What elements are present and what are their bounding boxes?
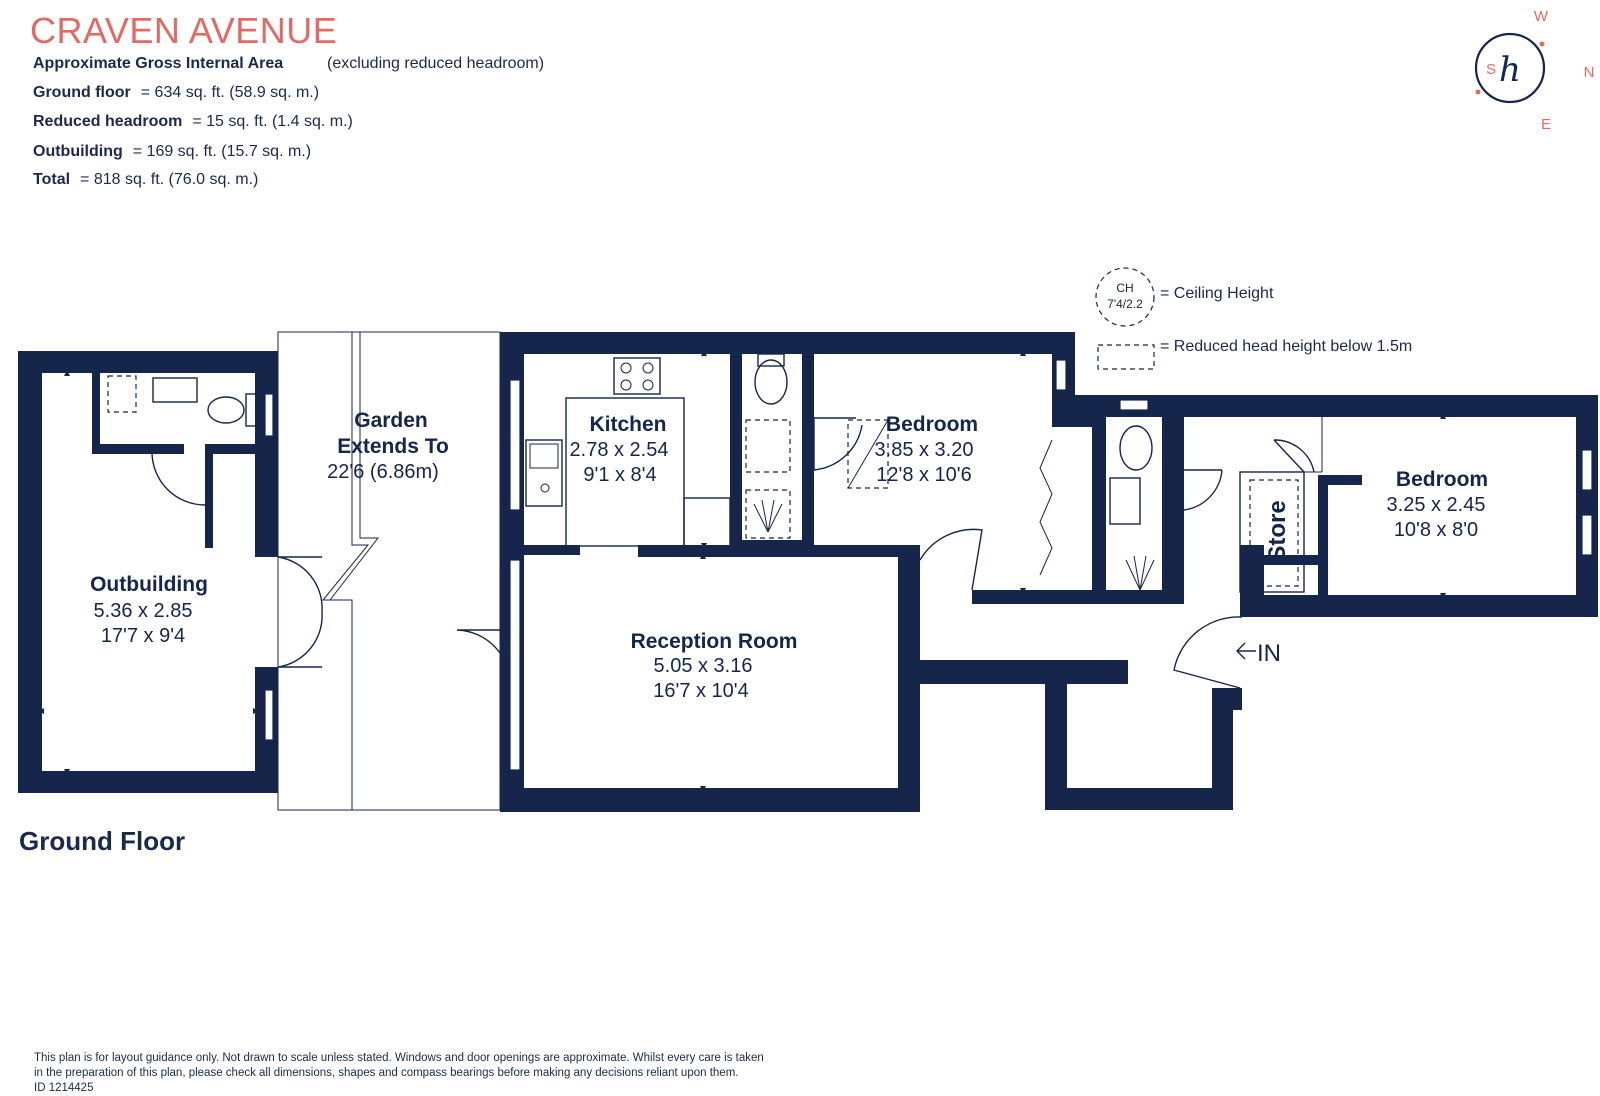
window [1055, 359, 1067, 391]
window [264, 393, 274, 437]
bedroom2-imperial: 10'8 x 8'0 [1394, 519, 1478, 541]
area-heading: Approximate Gross Internal Area [33, 55, 284, 72]
reception-name: Reception Room [631, 630, 798, 653]
bedroom1-imperial: 12'8 x 10'6 [876, 464, 972, 486]
area-value: = 818 sq. ft. (76.0 sq. m.) [80, 171, 259, 188]
shower-icon [107, 375, 137, 413]
kitchen-metric: 2.78 x 2.54 [570, 439, 669, 461]
outbuilding-name: Outbuilding [90, 573, 208, 596]
area-row-total: Total = 818 sq. ft. (76.0 sq. m.) [33, 171, 258, 189]
toilet-icon [207, 396, 245, 424]
property-title: CRAVEN AVENUE [30, 10, 338, 51]
bedroom-1: Bedroom 3.85 x 3.20 12'8 x 10'6 [847, 413, 1053, 591]
window [1581, 449, 1593, 491]
reduced-headroom-area [1249, 479, 1299, 587]
bedroom1-name: Bedroom [886, 413, 978, 436]
logo-h-icon: h [1499, 50, 1521, 90]
bedroom2-name: Bedroom [1396, 468, 1488, 491]
garden: Garden Extends To 22'6 (6.86m) [277, 331, 511, 811]
garden-name-1: Garden [354, 409, 428, 432]
area-row-ground: Ground floor = 634 sq. ft. (58.9 sq. m.) [33, 84, 319, 102]
entrance-label: IN [1257, 640, 1281, 667]
area-value: = 15 sq. ft. (1.4 sq. m.) [192, 113, 353, 130]
reduced-headroom-area [847, 419, 889, 489]
arrow-left-icon [1236, 642, 1256, 660]
store-name: Store [1264, 500, 1291, 561]
bedroom1-metric: 3.85 x 3.20 [875, 439, 974, 461]
area-value: = 169 sq. ft. (15.7 sq. m.) [132, 143, 312, 160]
legend-ceiling-text: = Ceiling Height [1160, 285, 1274, 302]
window [509, 379, 521, 511]
area-row-reduced: Reduced headroom = 15 sq. ft. (1.4 sq. m.… [33, 113, 353, 131]
window [509, 559, 521, 771]
area-label: Outbuilding [33, 143, 123, 160]
toilet-icon [1119, 425, 1153, 471]
sink-icon [745, 419, 791, 473]
compass-n: N [1584, 64, 1595, 81]
legend: CH 7'4/2.2 [1095, 267, 1155, 370]
shower-icon [745, 489, 791, 539]
outbuilding-imperial: 17'7 x 9'4 [101, 625, 185, 647]
reception-imperial: 16'7 x 10'4 [653, 680, 749, 702]
door-swing [1273, 439, 1315, 473]
plan-id: ID 1214425 [34, 1082, 94, 1094]
legend-reduced-text: = Reduced head height below 1.5m [1160, 338, 1413, 355]
area-label: Total [33, 171, 71, 188]
shower-icon [1125, 555, 1155, 591]
kitchen: Kitchen 2.78 x 2.54 9'1 x 8'4 [525, 357, 731, 547]
reception-room: Reception Room 5.05 x 3.16 16'7 x 10'4 [631, 630, 798, 702]
area-value: = 634 sq. ft. (58.9 sq. m.) [140, 84, 320, 101]
bathroom-1 [745, 353, 863, 539]
disclaimer-line-2: in the preparation of this plan, please … [34, 1067, 739, 1079]
disclaimer: This plan is for layout guidance only. N… [34, 1051, 854, 1096]
store: Store [1239, 417, 1323, 593]
reception-metric: 5.05 x 3.16 [654, 655, 753, 677]
compass: h W N S E [1474, 8, 1595, 133]
area-label: Ground floor [33, 84, 131, 101]
compass-ring [1474, 32, 1546, 104]
wardrobe-doors [1039, 439, 1053, 576]
kitchen-name: Kitchen [589, 413, 666, 436]
door-swing [813, 417, 863, 471]
outbuilding: Outbuilding 5.36 x 2.85 17'7 x 9'4 [18, 351, 323, 793]
disclaimer-line-1: This plan is for layout guidance only. N… [34, 1052, 764, 1064]
garden-dim: 22'6 (6.86m) [327, 461, 439, 483]
window [1581, 514, 1593, 556]
double-door [277, 556, 323, 668]
ch-label: CH [1116, 281, 1133, 295]
bedroom2-metric: 3.25 x 2.45 [1387, 494, 1486, 516]
door-swing [151, 451, 206, 506]
sink-icon [1109, 477, 1141, 525]
entrance-door-swing [1173, 616, 1243, 689]
hob-icon [613, 357, 661, 395]
ceiling-height-symbol [1095, 267, 1155, 327]
garden-name-2: Extends To [337, 435, 449, 458]
area-label: Reduced headroom [33, 113, 183, 130]
window [264, 689, 274, 741]
ch-value: 7'4/2.2 [1107, 297, 1143, 311]
area-note: (excluding reduced headroom) [327, 55, 545, 72]
compass-e: E [1541, 116, 1551, 133]
kitchen-sink-icon [525, 439, 563, 507]
compass-dot [1539, 41, 1545, 47]
outbuilding-metric: 5.36 x 2.85 [94, 600, 193, 622]
window [1119, 399, 1149, 411]
bedroom-2: Bedroom 3.25 x 2.45 10'8 x 8'0 [1387, 468, 1489, 541]
compass-dot [1475, 89, 1481, 95]
kitchen-imperial: 9'1 x 8'4 [583, 464, 656, 486]
door-swing [919, 528, 983, 591]
reduced-headroom-symbol [1097, 344, 1155, 370]
sink-icon [152, 377, 198, 403]
compass-w: W [1534, 8, 1549, 25]
bathroom-2 [1109, 425, 1223, 591]
entrance: IN [1173, 616, 1281, 689]
area-row-outbuilding: Outbuilding = 169 sq. ft. (15.7 sq. m.) [33, 143, 311, 161]
door-swing [1183, 469, 1223, 511]
toilet-icon [754, 359, 788, 405]
compass-s: S [1486, 61, 1496, 78]
floor-label: Ground Floor [19, 826, 186, 856]
main-flat [500, 332, 1598, 812]
